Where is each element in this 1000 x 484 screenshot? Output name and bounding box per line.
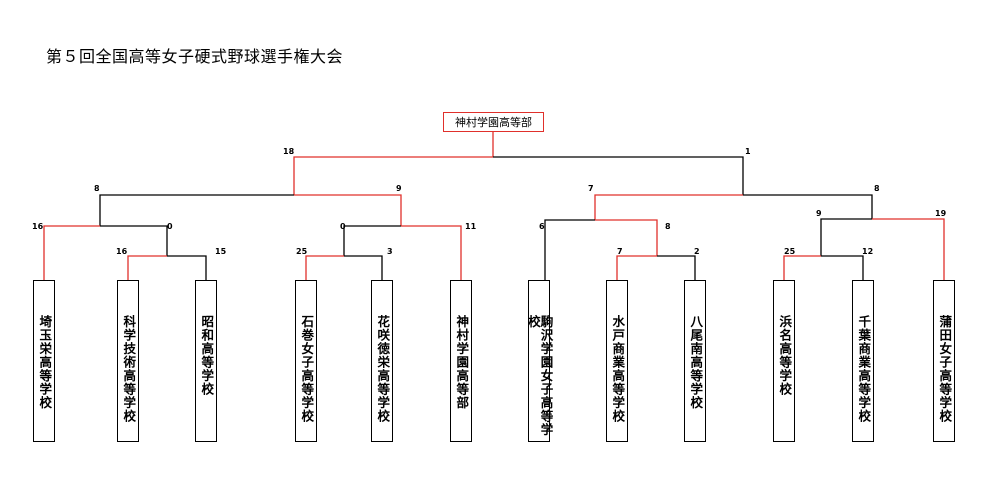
- final-right-line: [493, 156, 744, 195]
- team-name: 神村学園高等部: [454, 315, 470, 410]
- score-qf1-left: 16: [32, 222, 44, 231]
- champion-name: 神村学園高等部: [455, 116, 532, 129]
- team-box: 駒沢学園女子高等学校: [526, 280, 554, 442]
- final-left-line: [293, 156, 493, 195]
- score-qf2-right: 11: [465, 222, 477, 231]
- page-title: 第５回全国高等女子硬式野球選手権大会: [46, 47, 344, 66]
- team-name: 浜名高等学校: [777, 315, 793, 396]
- team-box: 花咲徳栄高等学校: [371, 280, 393, 442]
- team-name: 千葉商業高等学校: [856, 315, 872, 423]
- qf4-right-line: [872, 218, 945, 280]
- qf3-right-line: [595, 219, 658, 256]
- team-box: 科学技術高等学校: [117, 280, 139, 442]
- r1-4-left-line: [783, 255, 821, 280]
- semi-right-left-line: [594, 194, 743, 220]
- score-semi-left-right: 9: [396, 184, 402, 193]
- score-semi-left-left: 8: [94, 184, 100, 193]
- team-name: 科学技術高等学校: [121, 315, 137, 423]
- team-box: 千葉商業高等学校: [852, 280, 874, 442]
- qf2-left-line: [343, 225, 401, 256]
- team-name: 花咲徳栄高等学校: [375, 315, 391, 423]
- score-final-left: 18: [283, 147, 295, 156]
- team-box: 埼玉栄高等学校: [33, 280, 55, 442]
- score-r1-3-left: 7: [617, 247, 623, 256]
- score-r1-4-right: 12: [862, 247, 873, 256]
- score-r1-3-right: 2: [694, 247, 700, 256]
- qf2-right-line: [401, 225, 462, 280]
- score-qf1-right: 0: [167, 222, 173, 231]
- team-name: 駒沢学園女子高等学校: [526, 315, 554, 437]
- team-name: 埼玉栄高等学校: [37, 315, 53, 410]
- champion-box: 神村学園高等部: [443, 112, 544, 132]
- team-box: 石巻女子高等学校: [295, 280, 317, 442]
- r1-1-right-line: [167, 255, 207, 280]
- team-name: 八尾南高等学校: [688, 315, 704, 410]
- score-r1-2-left: 25: [296, 247, 308, 256]
- qf3-left-line: [544, 219, 595, 280]
- semi-left-left-line: [99, 194, 294, 226]
- score-semi-right-left: 7: [588, 184, 594, 193]
- score-qf3-right: 8: [665, 222, 671, 231]
- team-name: 昭和高等学校: [199, 315, 215, 396]
- score-semi-right-right: 8: [874, 184, 880, 193]
- qf4-left-line: [820, 218, 872, 256]
- score-r1-1-right: 15: [215, 247, 227, 256]
- r1-3-left-line: [616, 255, 657, 280]
- qf1-left-line: [43, 225, 100, 280]
- score-r1-4-left: 25: [784, 247, 796, 256]
- score-qf3-left: 6: [539, 222, 545, 231]
- team-name: 蒲田女子高等学校: [937, 315, 953, 423]
- qf1-right-line: [100, 225, 168, 256]
- team-name: 石巻女子高等学校: [299, 315, 315, 423]
- score-final-right: 1: [745, 147, 751, 156]
- semi-left-right-line: [294, 194, 402, 226]
- score-qf4-right: 19: [935, 209, 947, 218]
- r1-1-left-line: [127, 255, 167, 280]
- semi-right-right-line: [743, 194, 873, 219]
- r1-4-right-line: [821, 255, 864, 280]
- score-r1-2-right: 3: [387, 247, 393, 256]
- team-box: 神村学園高等部: [450, 280, 472, 442]
- team-box: 昭和高等学校: [195, 280, 217, 442]
- score-qf4-left: 9: [816, 209, 822, 218]
- team-box: 浜名高等学校: [773, 280, 795, 442]
- score-r1-1-left: 16: [116, 247, 128, 256]
- r1-2-right-line: [344, 255, 383, 280]
- score-qf2-left: 0: [340, 222, 346, 231]
- team-name: 水戸商業高等学校: [610, 315, 626, 423]
- team-box: 八尾南高等学校: [684, 280, 706, 442]
- team-box: 蒲田女子高等学校: [933, 280, 955, 442]
- team-box: 水戸商業高等学校: [606, 280, 628, 442]
- r1-2-left-line: [305, 255, 344, 280]
- r1-3-right-line: [657, 255, 696, 280]
